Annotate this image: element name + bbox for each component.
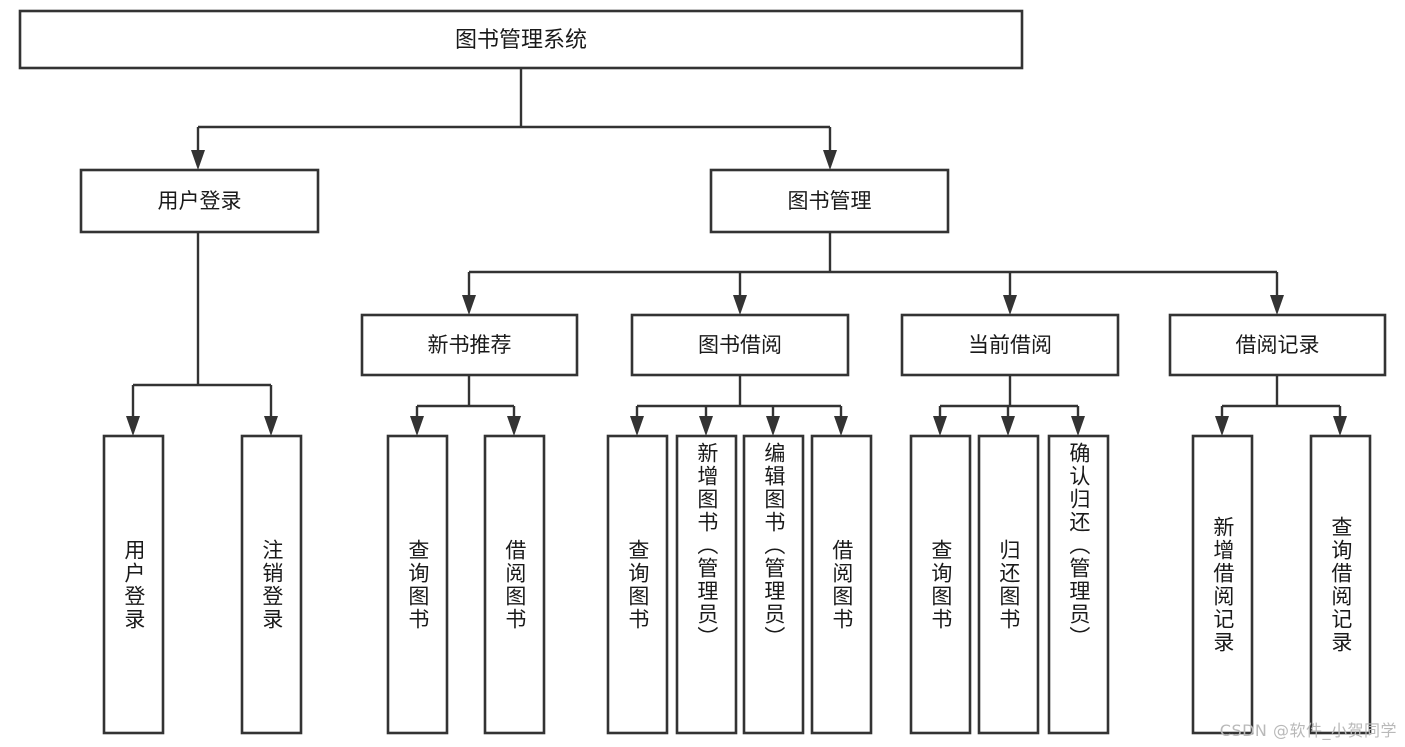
- node-leaf-new-book-0[interactable]: [386, 434, 449, 735]
- node-book-management-label: 图书管理: [788, 189, 872, 213]
- arrowhead-cb-child-0: [933, 416, 947, 436]
- node-current-borrow[interactable]: [900, 313, 1120, 377]
- arrowhead-ul-child-0: [126, 416, 140, 436]
- node-leaf-current-borrow-1[interactable]: [977, 434, 1040, 735]
- csdn-watermark: CSDN @软件_小贺同学: [1219, 721, 1397, 740]
- arrowhead-bm-child-0: [462, 295, 476, 315]
- node-book-management[interactable]: [709, 168, 950, 234]
- node-current-borrow-label: 当前借阅: [968, 333, 1052, 357]
- arrowhead-bb-child-2: [766, 416, 780, 436]
- node-book-borrow-label: 图书借阅: [698, 333, 782, 357]
- arrowhead-bm-child-1: [733, 295, 747, 315]
- node-root-label: 图书管理系统: [455, 28, 587, 53]
- node-new-book-recommend-label: 新书推荐: [428, 333, 512, 357]
- arrowhead-ul-child-1: [264, 416, 278, 436]
- connector-group-user-login: [126, 232, 278, 436]
- connector-group-borrow-record: [1215, 375, 1347, 436]
- connector-group-book-mgmt: [462, 232, 1284, 315]
- arrowhead-bb-child-3: [834, 416, 848, 436]
- arrowhead-bm-child-3: [1270, 295, 1284, 315]
- arrowhead-user-login: [191, 150, 205, 170]
- node-borrow-record[interactable]: [1168, 313, 1387, 377]
- connector-group-new-book: [410, 375, 521, 436]
- connector-group-current-borrow: [933, 375, 1085, 436]
- node-leaf-book-borrow-0[interactable]: [606, 434, 669, 735]
- node-leaf-borrow-record-0[interactable]: [1191, 434, 1254, 735]
- node-leaf-borrow-record-1[interactable]: [1309, 434, 1372, 735]
- node-leaf-book-borrow-3[interactable]: [810, 434, 873, 735]
- node-leaf-current-borrow-2[interactable]: [1047, 434, 1110, 735]
- arrowhead-bb-child-0: [630, 416, 644, 436]
- connector-group-root: [191, 68, 837, 170]
- arrowhead-nb-child-0: [410, 416, 424, 436]
- arrowhead-cb-child-1: [1001, 416, 1015, 436]
- connector-group-book-borrow: [630, 375, 848, 436]
- node-new-book-recommend[interactable]: [360, 313, 579, 377]
- node-user-login-label: 用户登录: [158, 189, 242, 213]
- arrowhead-br-child-1: [1333, 416, 1347, 436]
- arrowhead-book-mgmt: [823, 150, 837, 170]
- arrowhead-cb-child-2: [1071, 416, 1085, 436]
- node-leaf-user-login-0[interactable]: [102, 434, 165, 735]
- node-root[interactable]: [18, 9, 1024, 70]
- node-leaf-book-borrow-2[interactable]: [742, 434, 805, 735]
- node-leaf-new-book-1[interactable]: [483, 434, 546, 735]
- node-leaf-user-login-1[interactable]: [240, 434, 303, 735]
- arrowhead-bm-child-2: [1003, 295, 1017, 315]
- node-borrow-record-label: 借阅记录: [1236, 333, 1320, 357]
- node-book-borrow[interactable]: [630, 313, 850, 377]
- arrowhead-bb-child-1: [699, 416, 713, 436]
- node-leaf-book-borrow-1[interactable]: [675, 434, 738, 735]
- arrowhead-nb-child-1: [507, 416, 521, 436]
- arrowhead-br-child-0: [1215, 416, 1229, 436]
- node-leaf-current-borrow-0[interactable]: [909, 434, 972, 735]
- node-user-login[interactable]: [79, 168, 320, 234]
